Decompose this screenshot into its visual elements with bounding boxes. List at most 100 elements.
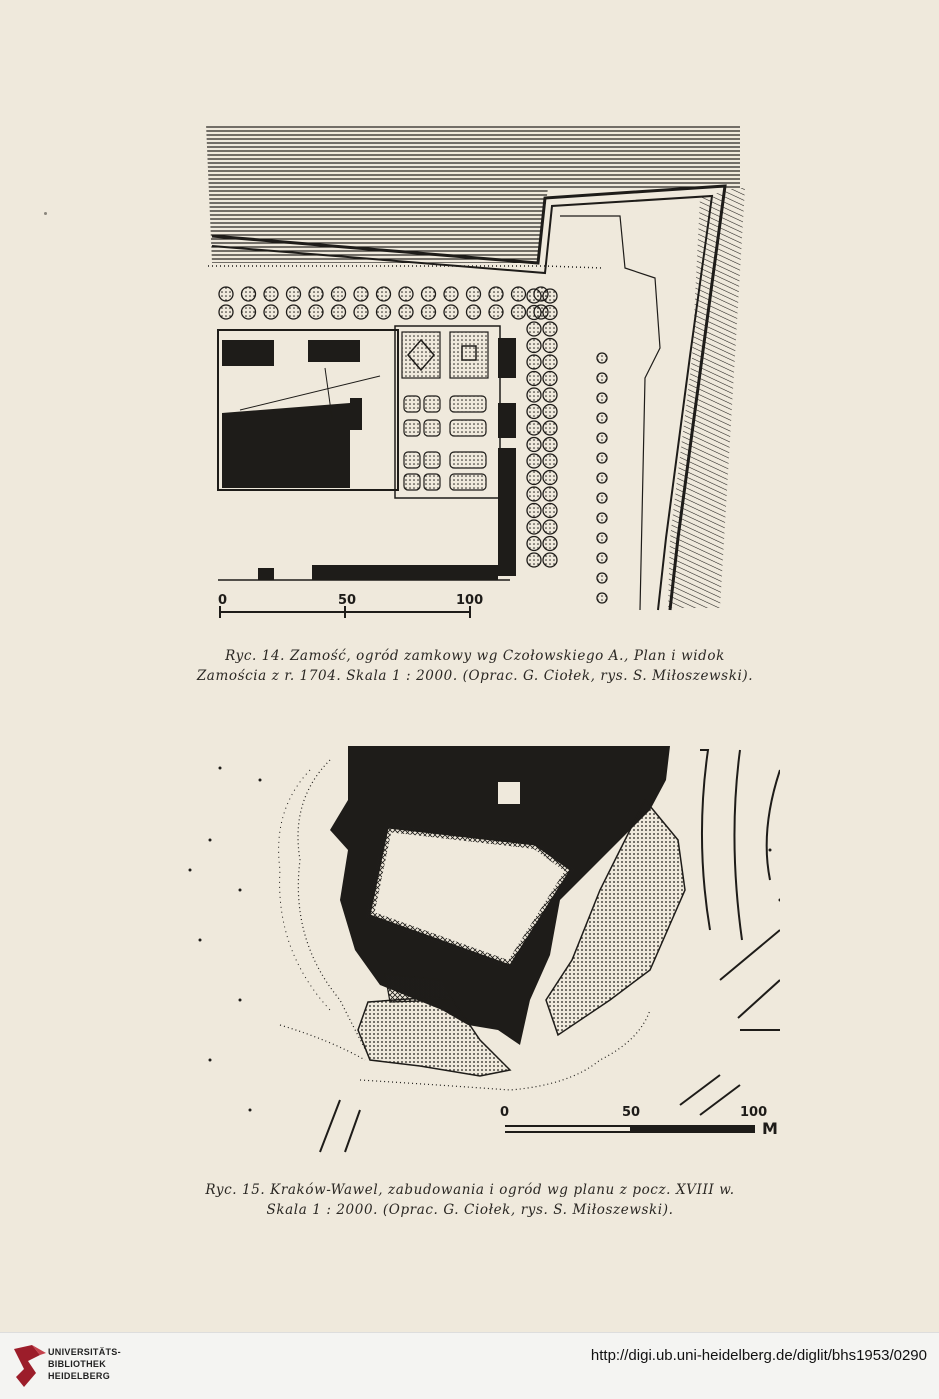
tree-mark xyxy=(398,304,414,320)
tree-mark xyxy=(398,286,414,302)
tree-mark xyxy=(526,502,542,519)
scanned-page: 0 50 100 Ryc. 14. Zamość, ogród zamkowy … xyxy=(44,124,780,1220)
tree-mark xyxy=(542,337,558,354)
tree-mark xyxy=(330,286,347,302)
tree-mark xyxy=(218,286,234,302)
tree-mark xyxy=(596,552,608,564)
tree-mark xyxy=(542,420,558,436)
scale-label-100: 100 xyxy=(456,593,483,608)
zamosc-garden-plan: 0 50 100 xyxy=(206,124,745,618)
tree-mark xyxy=(542,469,558,486)
tree-mark xyxy=(596,452,608,464)
tree-mark xyxy=(218,304,234,320)
university-library-logo-icon[interactable] xyxy=(10,1343,130,1391)
tree-mark xyxy=(308,304,324,320)
east-garden xyxy=(545,798,686,1037)
caption-15-line-1: Ryc. 15. Kraków-Wawel, zabudowania i ogr… xyxy=(205,1182,735,1198)
tree-mark xyxy=(542,535,558,552)
tree-mark xyxy=(542,387,558,403)
library-name: UNIVERSITÄTS- BIBLIOTHEK HEIDELBERG xyxy=(48,1346,121,1382)
tree-mark xyxy=(465,304,482,320)
tree-mark xyxy=(285,304,302,320)
tree-mark xyxy=(263,286,279,302)
tree-mark xyxy=(263,304,279,320)
tree-mark xyxy=(596,432,608,444)
scale-bar-15: 0 50 100 M xyxy=(500,1105,778,1138)
tree-mark xyxy=(240,304,257,320)
tree-mark xyxy=(596,492,608,504)
tree-mark xyxy=(526,519,542,535)
tree-mark xyxy=(596,532,608,544)
caption-14-line-1: Ryc. 14. Zamość, ogród zamkowy wg Czołow… xyxy=(225,648,725,664)
scale-label-0: 0 xyxy=(500,1105,509,1120)
tree-mark xyxy=(420,286,437,302)
tree-mark xyxy=(542,436,558,453)
scale-label-0: 0 xyxy=(218,593,227,608)
tree-mark xyxy=(488,286,504,302)
tree-mark xyxy=(465,286,482,302)
tree-mark xyxy=(526,354,542,370)
scale-unit-label: M xyxy=(762,1119,778,1138)
tree-mark xyxy=(542,519,558,535)
scale-bar-14: 0 50 100 xyxy=(218,593,483,618)
lower-garden xyxy=(357,995,512,1077)
tree-mark xyxy=(542,354,558,370)
parterre-garden xyxy=(384,973,453,1003)
tree-mark xyxy=(596,372,608,384)
source-url-link[interactable]: http://digi.ub.uni-heidelberg.de/diglit/… xyxy=(590,1347,927,1364)
tree-mark xyxy=(542,304,558,321)
tree-mark xyxy=(526,436,542,453)
tree-mark xyxy=(330,304,347,320)
tree-mark xyxy=(240,286,257,302)
tree-mark xyxy=(526,486,542,502)
tree-mark xyxy=(542,403,558,420)
tree-mark xyxy=(542,552,558,568)
tree-mark xyxy=(285,286,302,302)
logo-line-3: HEIDELBERG xyxy=(48,1371,111,1381)
tree-mark xyxy=(488,304,504,320)
tree-mark xyxy=(526,304,542,321)
scale-label-50: 50 xyxy=(622,1105,640,1120)
tree-mark xyxy=(596,512,608,524)
moat-water-right xyxy=(668,188,745,608)
tree-mark xyxy=(526,387,542,403)
tree-mark xyxy=(526,321,542,337)
tree-mark xyxy=(596,412,608,424)
tree-mark xyxy=(542,486,558,502)
tree-mark xyxy=(526,370,542,387)
tree-mark xyxy=(353,304,369,320)
scale-label-50: 50 xyxy=(338,593,356,608)
tree-mark xyxy=(526,420,542,436)
tree-mark xyxy=(526,453,542,469)
tree-mark xyxy=(542,288,558,304)
tree-mark xyxy=(526,288,542,304)
tree-mark xyxy=(308,286,324,302)
tree-mark xyxy=(526,535,542,552)
logo-line-2: BIBLIOTHEK xyxy=(48,1359,106,1369)
scattered-marks xyxy=(188,766,780,1112)
moat-water xyxy=(206,124,740,263)
tree-mark xyxy=(596,472,608,484)
tree-mark xyxy=(443,286,459,302)
tree-mark xyxy=(353,286,369,302)
tree-mark xyxy=(542,321,558,337)
tree-mark xyxy=(542,502,558,519)
tree-mark xyxy=(420,304,437,320)
figure-14-caption: Ryc. 14. Zamość, ogród zamkowy wg Czołow… xyxy=(190,646,760,686)
tree-mark xyxy=(526,403,542,420)
tree-mark xyxy=(596,352,608,364)
library-footer: UNIVERSITÄTS- BIBLIOTHEK HEIDELBERG http… xyxy=(0,1332,939,1399)
tree-mark xyxy=(596,592,608,604)
tree-mark xyxy=(596,572,608,584)
tree-mark xyxy=(510,286,527,302)
tree-mark xyxy=(375,286,392,302)
caption-14-line-2: Zamościa z r. 1704. Skala 1 : 2000. (Opr… xyxy=(196,668,754,684)
scale-label-100: 100 xyxy=(740,1105,767,1120)
tree-mark xyxy=(510,304,527,320)
logo-line-1: UNIVERSITÄTS- xyxy=(48,1347,121,1357)
wawel-castle-plan: 0 50 100 M xyxy=(188,746,780,1153)
figure-15-caption: Ryc. 15. Kraków-Wawel, zabudowania i ogr… xyxy=(160,1180,780,1220)
tree-mark xyxy=(443,304,459,320)
tree-mark xyxy=(542,370,558,387)
tree-mark xyxy=(596,392,608,404)
